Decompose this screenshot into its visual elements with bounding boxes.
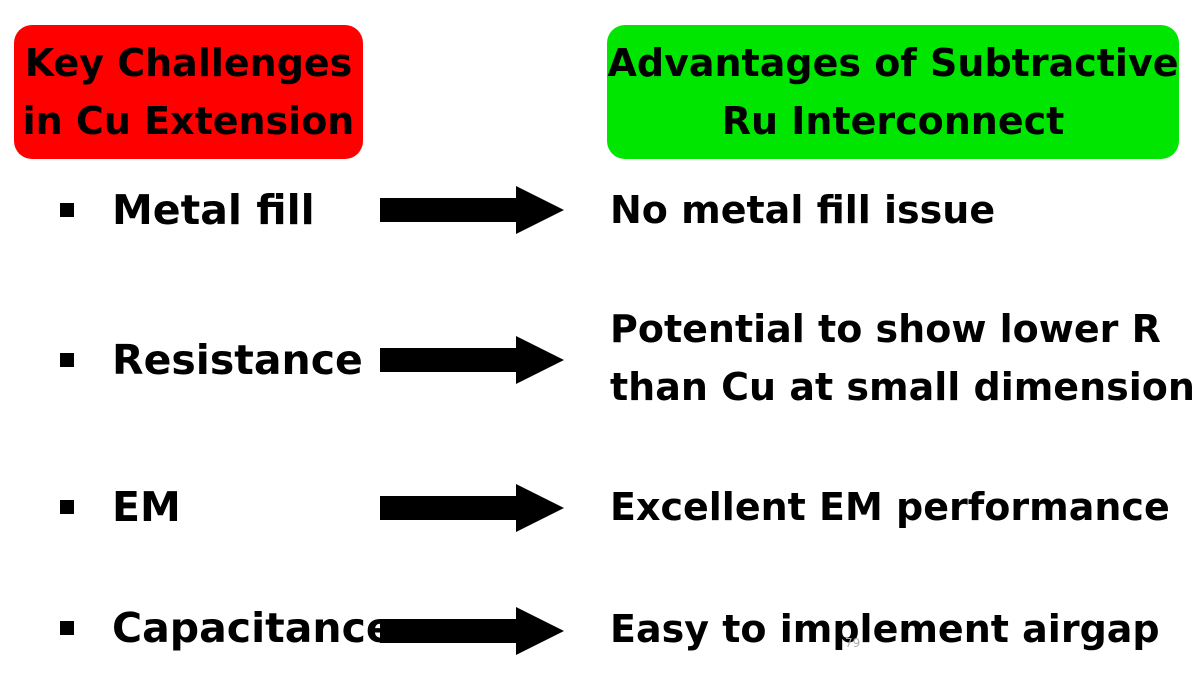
advantage-resistance-line2: than Cu at small dimension (610, 365, 1195, 409)
challenge-resistance: Resistance (112, 336, 363, 384)
advantage-resistance: Potential to show lower R than Cu at sma… (610, 300, 1195, 416)
challenges-header-line1: Key Challenges (24, 41, 353, 85)
square-bullet-icon (60, 203, 74, 217)
challenges-header: Key Challenges in Cu Extension (14, 25, 363, 159)
advantage-capacitance: Easy to implement airgap (610, 600, 1160, 658)
advantage-capacitance-line1: Easy to implement airgap (610, 607, 1160, 651)
advantages-header-line2: Ru Interconnect (721, 99, 1065, 143)
challenge-metal-fill: Metal fill (112, 186, 315, 234)
challenge-em: EM (112, 483, 181, 531)
advantages-header: Advantages of Subtractive Ru Interconnec… (607, 25, 1179, 159)
page-number: 79 (845, 636, 861, 650)
right-arrow-icon (380, 336, 564, 384)
right-arrow-icon (380, 607, 564, 655)
challenge-capacitance: Capacitance (112, 604, 394, 652)
advantage-resistance-line1: Potential to show lower R (610, 307, 1161, 351)
advantage-em-line1: Excellent EM performance (610, 485, 1170, 529)
right-arrow-icon (380, 484, 564, 532)
advantage-metal-fill-line1: No metal fill issue (610, 188, 996, 232)
challenges-header-line2: in Cu Extension (22, 99, 355, 143)
right-arrow-icon (380, 186, 564, 234)
square-bullet-icon (60, 621, 74, 635)
advantage-em: Excellent EM performance (610, 478, 1170, 536)
square-bullet-icon (60, 353, 74, 367)
advantages-header-line1: Advantages of Subtractive (607, 41, 1179, 85)
advantage-metal-fill: No metal fill issue (610, 181, 995, 239)
square-bullet-icon (60, 500, 74, 514)
